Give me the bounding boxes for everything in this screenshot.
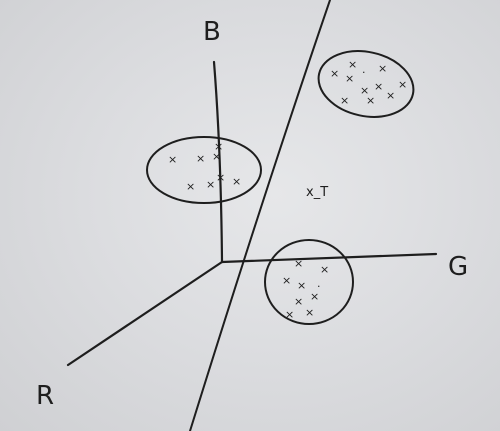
decision-boundary-line bbox=[189, 0, 331, 431]
cluster-point: × bbox=[282, 274, 291, 287]
g-axis-label: G bbox=[448, 252, 468, 282]
cluster-point: × bbox=[216, 171, 225, 184]
cluster-point: × bbox=[294, 257, 303, 270]
cluster-point: × bbox=[310, 290, 319, 303]
b-axis-line bbox=[212, 60, 224, 264]
cluster-point: × bbox=[305, 306, 314, 319]
r-axis-label: R bbox=[36, 381, 54, 411]
cluster-point: · bbox=[317, 280, 321, 293]
cluster-point: × bbox=[232, 175, 241, 188]
cluster-point: × bbox=[345, 72, 354, 85]
cluster-point: × bbox=[196, 152, 205, 165]
cluster-point: × bbox=[340, 94, 349, 107]
cluster-point: × bbox=[348, 58, 357, 71]
cluster-point: × bbox=[378, 62, 387, 75]
cluster-point: × bbox=[206, 178, 215, 191]
cluster-point: × bbox=[214, 140, 223, 153]
cluster-upper-right: × × · × × × × × × × × bbox=[317, 50, 415, 118]
cluster-point: × bbox=[398, 78, 407, 91]
cluster-point: × bbox=[212, 150, 221, 163]
cluster-point: × bbox=[297, 279, 306, 292]
cluster-left-boundary bbox=[146, 136, 262, 204]
cluster-point: × bbox=[374, 80, 383, 93]
b-axis-label: B bbox=[203, 17, 221, 47]
cluster-point: × bbox=[186, 180, 195, 193]
r-axis-line bbox=[66, 260, 224, 367]
test-point-label: x_T bbox=[306, 185, 328, 200]
cluster-point: × bbox=[285, 308, 294, 321]
cluster-left: × × × × × × × × bbox=[146, 136, 262, 204]
g-axis-line bbox=[220, 252, 438, 264]
cluster-point: × bbox=[330, 67, 339, 80]
cluster-point: × bbox=[168, 153, 177, 166]
cluster-upper-right-boundary bbox=[317, 50, 415, 118]
cluster-point: · bbox=[362, 66, 366, 79]
cluster-point: × bbox=[294, 295, 303, 308]
cluster-point: × bbox=[320, 263, 329, 276]
cluster-lower-center: × × × × · × × × × bbox=[264, 239, 354, 325]
cluster-point: × bbox=[360, 84, 369, 97]
axes bbox=[66, 60, 438, 367]
cluster-point: × bbox=[366, 94, 375, 107]
cluster-lower-center-boundary bbox=[264, 239, 354, 325]
cluster-point: × bbox=[386, 89, 395, 102]
